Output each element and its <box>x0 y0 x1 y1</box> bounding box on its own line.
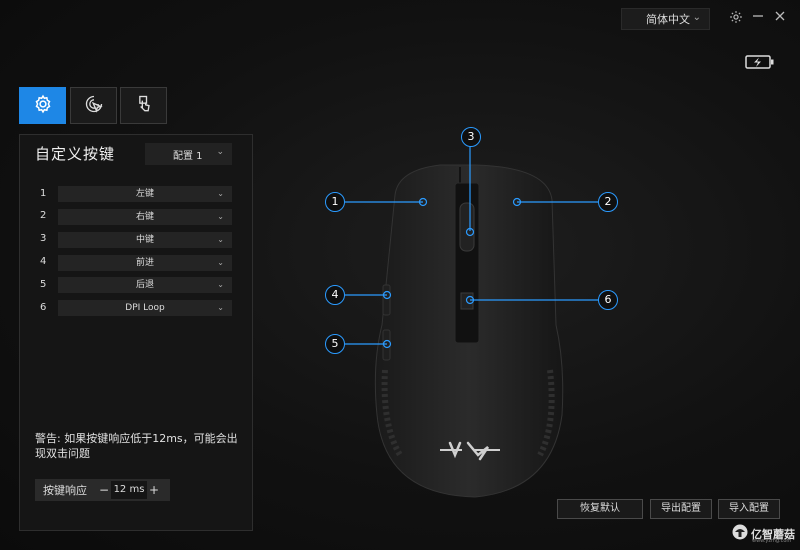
tab-macro[interactable] <box>120 87 167 124</box>
select-value: 右键 <box>135 212 154 222</box>
mouse-illustration <box>345 145 600 498</box>
button-6-select[interactable]: DPI Loop ⌄ <box>58 300 232 316</box>
select-value: DPI Loop <box>125 303 165 313</box>
chevron-down-icon: ⌄ <box>217 235 224 244</box>
row-number: 5 <box>40 279 47 290</box>
callout-5[interactable]: 5 <box>325 334 345 354</box>
hand-pointer-icon <box>134 94 154 118</box>
chevron-down-icon: ⌄ <box>217 258 224 267</box>
watermark-url: www.yzmg.com <box>752 538 792 544</box>
chevron-down-icon: ⌄ <box>217 212 224 221</box>
gear-icon <box>33 94 53 118</box>
chevron-down-icon: ⌄ <box>216 147 224 157</box>
close-icon[interactable] <box>772 10 788 26</box>
language-label: 简体中文 <box>646 13 690 26</box>
watermark-text: 亿智蘑菇 <box>751 528 795 541</box>
callout-2[interactable]: 2 <box>598 192 618 212</box>
button-3-select[interactable]: 中键 ⌄ <box>58 232 232 248</box>
decrease-button[interactable]: − <box>98 483 110 497</box>
select-value: 前进 <box>135 258 154 268</box>
callout-6[interactable]: 6 <box>598 290 618 310</box>
chevron-down-icon: ⌄ <box>217 303 224 312</box>
profile-select[interactable]: 配置 1 ⌄ <box>145 143 232 165</box>
row-number: 1 <box>40 188 47 199</box>
select-value: 后退 <box>135 280 154 290</box>
increase-button[interactable]: + <box>148 483 160 497</box>
restore-defaults-button[interactable]: 恢复默认 <box>557 499 643 519</box>
tab-customize-buttons[interactable] <box>19 87 66 124</box>
response-value[interactable]: 12 ms <box>111 481 147 499</box>
chevron-down-icon: ⌄ <box>692 12 701 23</box>
mushroom-logo-icon <box>732 524 748 544</box>
chevron-down-icon: ⌄ <box>217 189 224 198</box>
profile-label: 配置 1 <box>173 150 203 162</box>
button-1-select[interactable]: 左键 ⌄ <box>58 186 232 202</box>
import-profile-button[interactable]: 导入配置 <box>718 499 780 519</box>
select-value: 左键 <box>135 189 154 199</box>
minimize-icon[interactable] <box>750 10 766 26</box>
response-label: 按键响应 <box>43 484 87 497</box>
tab-dpi[interactable] <box>70 87 117 124</box>
callout-1[interactable]: 1 <box>325 192 345 212</box>
button-5-select[interactable]: 后退 ⌄ <box>58 277 232 293</box>
gear-icon[interactable] <box>728 10 744 26</box>
row-number: 2 <box>40 210 47 221</box>
cursor-target-icon <box>84 94 104 118</box>
battery-charging-icon <box>745 54 775 69</box>
row-number: 6 <box>40 302 47 313</box>
language-select[interactable]: 简体中文 ⌄ <box>621 8 710 30</box>
response-time-control: 按键响应 − 12 ms + <box>35 479 170 501</box>
watermark: 亿智蘑菇 <box>732 523 798 545</box>
row-number: 4 <box>40 256 47 267</box>
double-click-warning: 警告: 如果按键响应低于12ms，可能会出现双击问题 <box>35 432 238 460</box>
button-2-select[interactable]: 右键 ⌄ <box>58 209 232 225</box>
callout-3[interactable]: 3 <box>461 127 481 147</box>
select-value: 中键 <box>135 235 154 245</box>
panel-title: 自定义按键 <box>35 145 116 163</box>
chevron-down-icon: ⌄ <box>217 280 224 289</box>
button-4-select[interactable]: 前进 ⌄ <box>58 255 232 271</box>
row-number: 3 <box>40 233 47 244</box>
callout-4[interactable]: 4 <box>325 285 345 305</box>
export-profile-button[interactable]: 导出配置 <box>650 499 712 519</box>
